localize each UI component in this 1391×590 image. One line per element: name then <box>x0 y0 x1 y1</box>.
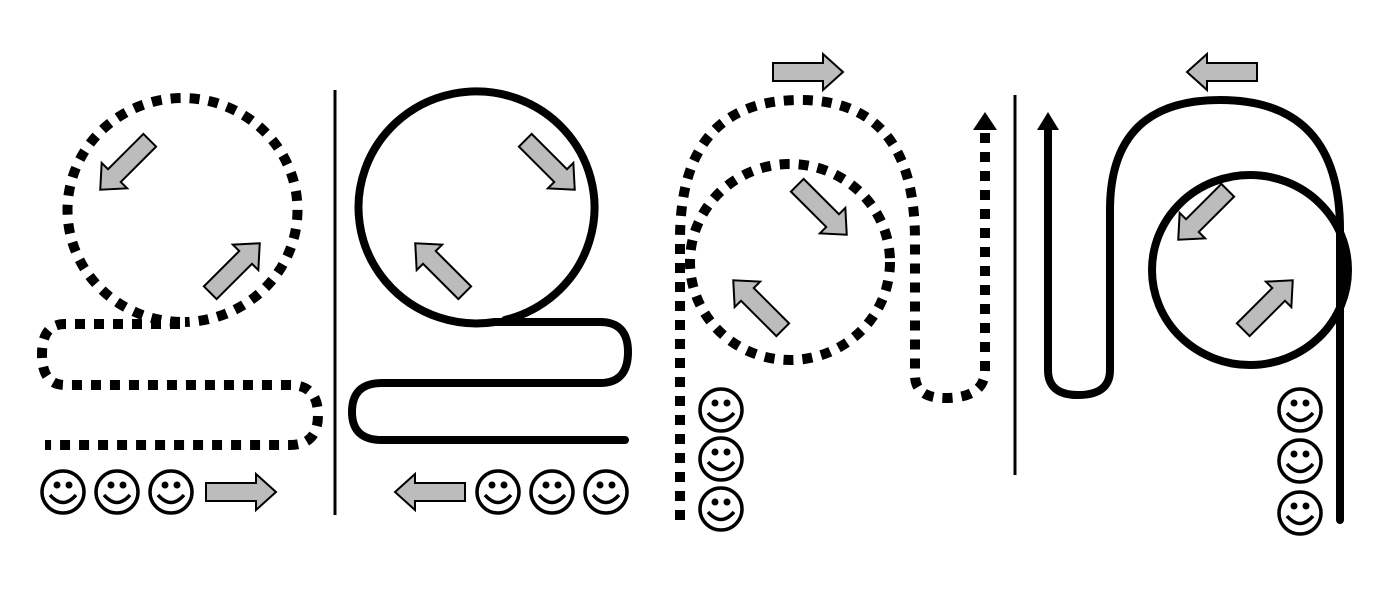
panel-4 <box>1037 53 1352 536</box>
smiley-face-icon <box>698 436 744 482</box>
block-arrow-icon <box>196 229 274 307</box>
smiley-face-icon <box>475 469 521 515</box>
block-arrow-icon <box>401 229 479 307</box>
block-arrow-icon <box>772 53 844 91</box>
smiley-face-icon <box>698 486 744 532</box>
smiley-face-icon <box>1277 438 1323 484</box>
smiley-face-icon <box>40 469 86 515</box>
block-arrow-icon <box>394 473 466 511</box>
smiley-face-icon <box>148 469 194 515</box>
block-arrow-icon <box>719 266 797 344</box>
block-arrow-icon <box>783 171 861 249</box>
dashed-path <box>36 93 324 450</box>
smiley-face-icon <box>583 469 629 515</box>
smiley-face-icon <box>698 387 744 433</box>
smiley-face-icon <box>1277 490 1323 536</box>
panel-1 <box>36 93 324 515</box>
block-arrow-icon <box>1229 266 1307 344</box>
dashed-loop <box>685 159 895 365</box>
smiley-face-icon <box>529 469 575 515</box>
smiley-face-icon <box>94 469 140 515</box>
block-arrow-icon <box>1186 53 1258 91</box>
solid-loop <box>1148 171 1352 369</box>
panel-2 <box>347 87 633 515</box>
smiley-face-icon <box>1277 387 1323 433</box>
block-arrow-icon <box>205 473 277 511</box>
panel-3 <box>675 53 997 532</box>
solid-path <box>1044 95 1344 524</box>
arrowhead-icon <box>1037 112 1059 130</box>
solid-path <box>347 87 633 444</box>
dashed-path <box>675 94 990 520</box>
arrowhead-icon <box>973 112 997 130</box>
